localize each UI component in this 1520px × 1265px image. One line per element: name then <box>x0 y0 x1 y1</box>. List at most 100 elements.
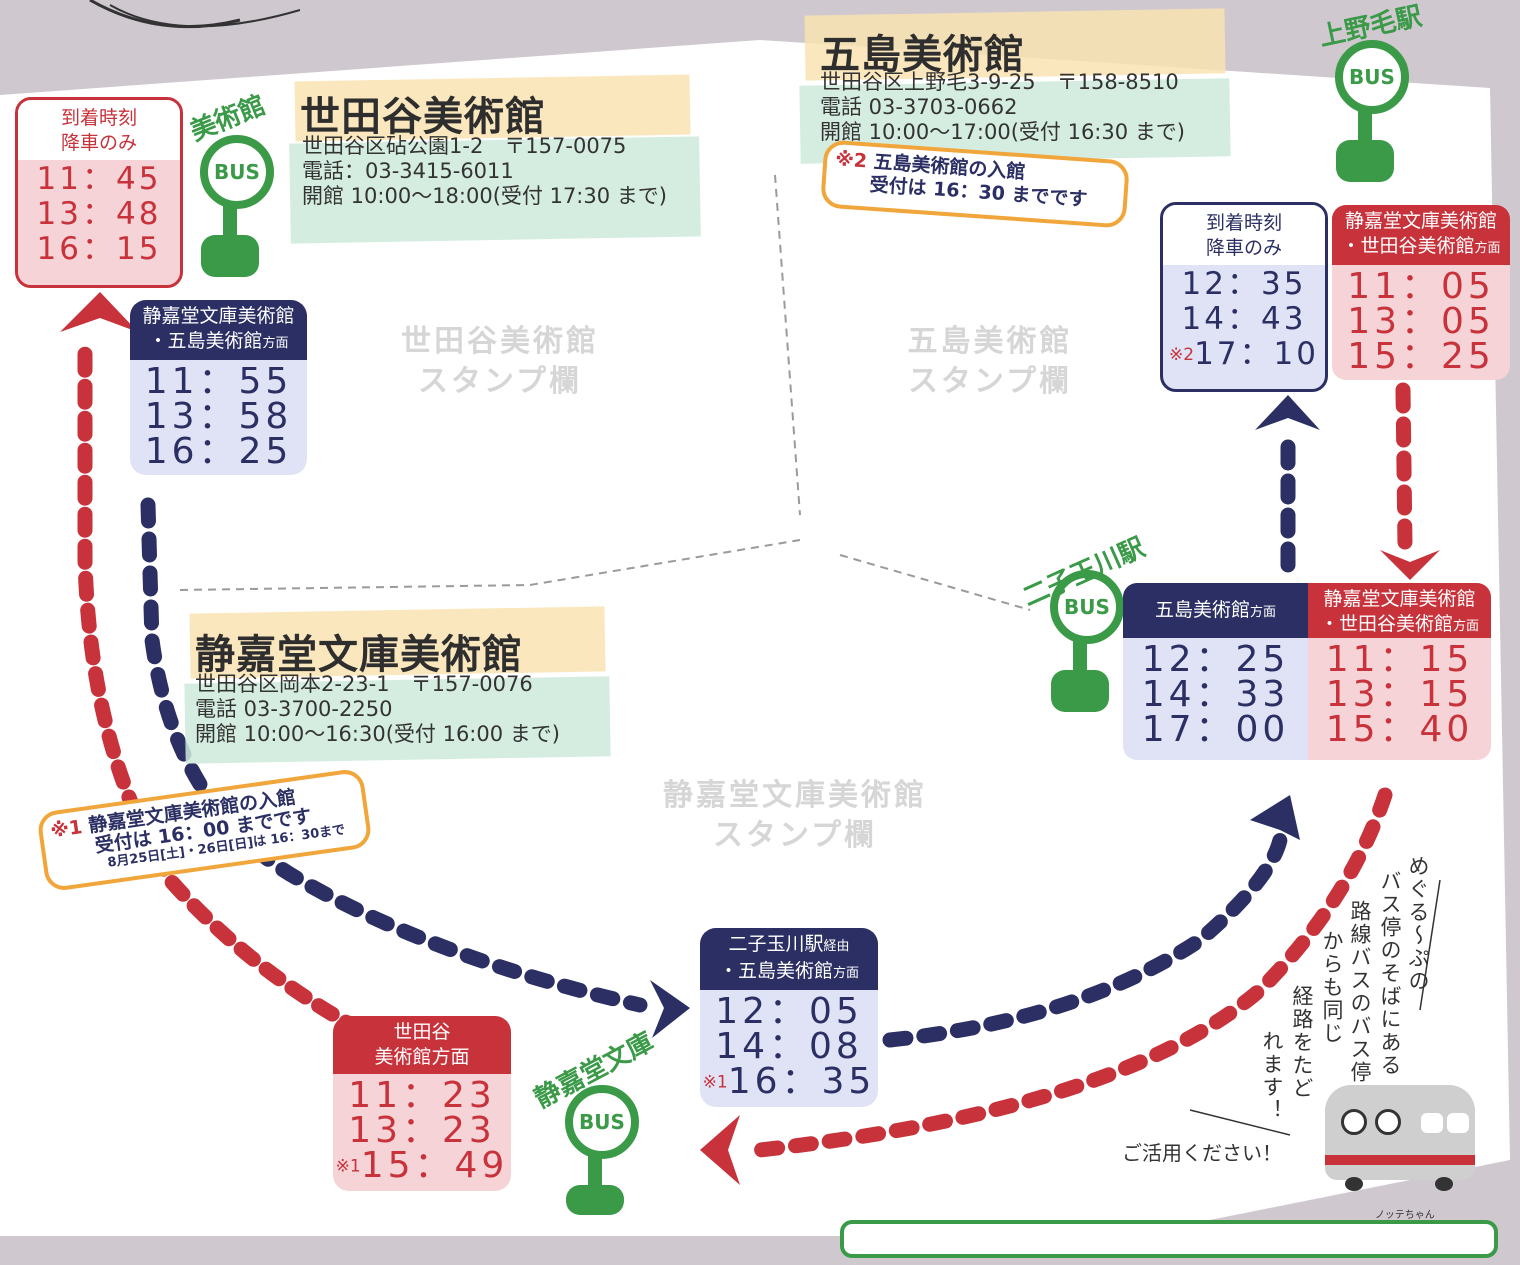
timetable-header: 五島美術館方面 <box>1123 583 1308 638</box>
time-cell: 17：00 <box>1141 709 1290 750</box>
seikado-hours: 開館 10:00～16:30(受付 16:00 まで) <box>195 722 560 746</box>
futako-goto-table: 五島美術館方面 12：25 14：33 17：00 <box>1123 583 1308 760</box>
bus-stop-icon: BUS <box>565 1085 639 1159</box>
time-cell: 11：55 <box>144 361 293 402</box>
train-wheel <box>1345 1177 1363 1191</box>
bus-stop-icon: BUS <box>200 135 274 209</box>
arrival-header: 到着時刻 降車のみ <box>18 100 180 160</box>
setagaya-departure-table: 静嘉堂文庫美術館 ・五島美術館方面 11：55 13：58 16：25 <box>130 300 307 475</box>
timetable-times: 11：15 13：15 15：40 <box>1308 638 1491 760</box>
time-cell: 13：48 <box>36 196 162 232</box>
time-cell: 14：33 <box>1141 674 1290 715</box>
goto-museum-info: 世田谷区上野毛3-9-25 〒158-8510 電話 03-3703-0662 … <box>820 70 1185 145</box>
timetable-times: 11：05 13：05 15：25 <box>1332 265 1510 380</box>
stamp-label: スタンプ欄 <box>417 364 583 399</box>
direction-suffix: 方面 <box>1250 605 1277 620</box>
direction-label: 二子玉川駅経由 <box>728 933 850 955</box>
bus-stop-base <box>566 1185 624 1215</box>
time-cell: 11：15 <box>1325 639 1474 680</box>
side-message-col: めぐる～ぷの <box>1406 855 1430 993</box>
seikado-tel: 電話 03-3700-2250 <box>195 697 393 721</box>
seikado-museum-info: 世田谷区岡本2-23-1 〒157-0076 電話 03-3700-2250 開… <box>195 672 560 747</box>
direction-label: 静嘉堂文庫美術館 <box>1323 588 1476 610</box>
direction-label: 静嘉堂文庫美術館 <box>1344 210 1497 232</box>
timetable-header: 二子玉川駅経由 ・五島美術館方面 <box>700 928 878 990</box>
side-message-col: 路線バスのバス停 <box>1348 900 1372 1084</box>
stamp-label: 世田谷美術館 <box>401 324 599 359</box>
timetable-header: 静嘉堂文庫美術館 ・五島美術館方面 <box>130 300 307 360</box>
bus-stop-pole <box>1073 640 1087 676</box>
timetable-times: 12：25 14：33 17：00 <box>1123 638 1308 760</box>
goto-hours: 開館 10:00～17:00(受付 16:30 まで) <box>820 120 1185 144</box>
seikado-address: 世田谷区岡本2-23-1 〒157-0076 <box>195 672 533 696</box>
bus-stop-futako: BUS <box>1040 570 1130 750</box>
time-cell: 13：15 <box>1325 674 1474 715</box>
note-mark: ※1 <box>335 1156 361 1177</box>
arrival-label: 到着時刻 <box>1205 212 1282 234</box>
time-cell: 13：05 <box>1347 301 1495 342</box>
stamp-label: スタンプ欄 <box>712 818 878 853</box>
direction-label: 世田谷 <box>393 1021 451 1043</box>
time-cell: 12：35 <box>1181 266 1307 302</box>
arrival-times: 11：45 13：48 16：15 <box>18 160 180 273</box>
direction-label: 美術館方面 <box>374 1046 470 1068</box>
stamp-label: 五島美術館 <box>907 324 1073 359</box>
timetable-times: 12：05 14：08 ※116：35 <box>700 990 878 1107</box>
train-window <box>1447 1113 1469 1133</box>
bus-stop-base <box>1051 670 1109 712</box>
arrival-header: 到着時刻 降車のみ <box>1163 205 1325 265</box>
goto-stamp-area: 五島美術館 スタンプ欄 <box>880 322 1100 402</box>
setagaya-hours: 開館 10:00～18:00(受付 17:30 まで) <box>302 184 667 208</box>
direction-label: ・世田谷美術館方面 <box>1341 235 1501 257</box>
kaminoge-arrival-table: 到着時刻 降車のみ 12：35 14：43 ※217：10 <box>1160 202 1328 392</box>
map-paper <box>0 0 1510 1236</box>
timetable-header: 世田谷 美術館方面 <box>333 1016 511 1074</box>
drop-off-label: 降車のみ <box>1205 237 1282 259</box>
train-wheel <box>1435 1177 1453 1191</box>
time-cell: 16：15 <box>36 231 162 267</box>
time-cell: 13：23 <box>348 1110 496 1151</box>
setagaya-tel: 電話：03-3415-6011 <box>302 159 514 183</box>
time-cell: 15：25 <box>1347 336 1495 377</box>
train-eye <box>1341 1109 1367 1135</box>
seikado-museum-title: 静嘉堂文庫美術館 <box>195 632 523 678</box>
time-cell: ※217：10 <box>1169 336 1319 372</box>
train-window <box>1421 1113 1443 1133</box>
timetable-times: 11：55 13：58 16：25 <box>130 360 307 475</box>
arrival-label: 到着時刻 <box>60 107 137 129</box>
mascot-name: ノッテちゃん <box>1375 1210 1435 1221</box>
bus-stop-base <box>1336 140 1394 182</box>
seikado-setagaya-table: 世田谷 美術館方面 11：23 13：23 ※115：49 <box>333 1016 511 1191</box>
arrival-times: 12：35 14：43 ※217：10 <box>1163 265 1325 379</box>
direction-label: ・五島美術館方面 <box>718 960 860 982</box>
side-message-footer: ご活用ください！ <box>1122 1141 1282 1165</box>
bus-stop-icon: BUS <box>1335 40 1409 114</box>
train-stripe <box>1325 1155 1475 1165</box>
side-message-col: からも同じ <box>1320 930 1344 1045</box>
timetable-header: 静嘉堂文庫美術館 ・世田谷美術館方面 <box>1332 205 1510 265</box>
time-cell: 14：43 <box>1181 301 1307 337</box>
setagaya-museum-title: 世田谷美術館 <box>300 94 546 140</box>
time-cell: ※115：49 <box>335 1145 509 1186</box>
bus-stop-bijutsukan: BUS <box>190 135 280 315</box>
direction-label: ・世田谷美術館方面 <box>1319 613 1480 635</box>
stamp-label: 静嘉堂文庫美術館 <box>663 778 927 813</box>
bottom-panel <box>840 1220 1498 1258</box>
note-mark: ※2 <box>834 148 868 173</box>
time-cell: 11：23 <box>348 1075 496 1116</box>
futako-setagaya-table: 静嘉堂文庫美術館 ・世田谷美術館方面 11：15 13：15 15：40 <box>1308 583 1491 760</box>
note-mark: ※1 <box>702 1072 728 1093</box>
time-cell: 14：08 <box>715 1026 863 1067</box>
drop-off-label: 降車のみ <box>60 132 137 154</box>
setagaya-address: 世田谷区砧公園1-2 〒157-0075 <box>302 134 627 158</box>
timetable-header: 静嘉堂文庫美術館 ・世田谷美術館方面 <box>1308 583 1491 638</box>
side-message-col: バス停のそばにある <box>1378 870 1402 1077</box>
time-cell: 12：25 <box>1141 639 1290 680</box>
note-mark: ※1 <box>49 816 84 843</box>
setagaya-stamp-area: 世田谷美術館 スタンプ欄 <box>380 322 620 402</box>
bus-stop-icon: BUS <box>1050 570 1124 644</box>
bus-stop-pole <box>1358 110 1372 146</box>
direction-label: 静嘉堂文庫美術館 <box>142 305 295 327</box>
goto-tel: 電話 03-3703-0662 <box>820 95 1018 119</box>
bus-stop-kaminoge: BUS <box>1325 40 1415 220</box>
